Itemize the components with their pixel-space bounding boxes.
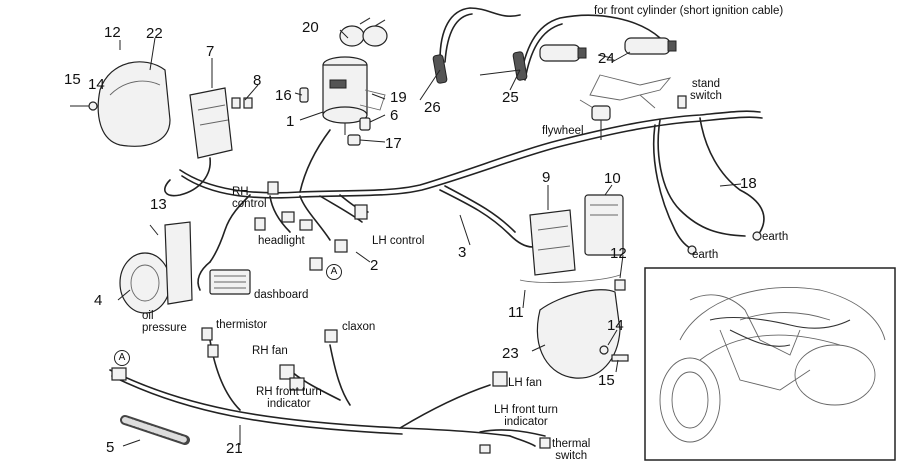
label-rh-control: RH control (232, 186, 267, 211)
callout-15-right: 15 (598, 372, 615, 389)
callout-24: 24 (598, 50, 615, 67)
label-headlight: headlight (258, 235, 305, 247)
side-cover (536, 289, 621, 379)
callout-4: 4 (94, 292, 103, 309)
label-flywheel: flywheel (542, 125, 584, 137)
label-thermal-switch: thermal switch (552, 438, 591, 463)
callout-9: 9 (542, 169, 551, 186)
label-rh-fan: RH fan (252, 345, 288, 357)
callout-7: 7 (206, 43, 215, 60)
label-lh-control: LH control (372, 235, 425, 247)
label-stand-switch: stand switch (690, 78, 722, 103)
label-lh-fan: LH fan (508, 377, 542, 389)
label-rh-front-turn: RH front turn indicator (256, 386, 322, 411)
callout-12-right: 12 (610, 245, 627, 262)
label-front-cylinder: for front cylinder (short ignition cable… (594, 5, 784, 17)
label-thermistor: thermistor (216, 319, 268, 331)
reference-a-top: A (326, 264, 342, 280)
label-claxon: claxon (342, 321, 376, 333)
callout-21: 21 (226, 440, 243, 457)
label-lh-front-turn: LH front turn indicator (494, 404, 558, 429)
callout-23: 23 (502, 345, 519, 362)
voltage-regulator (529, 209, 576, 276)
callout-26: 26 (424, 99, 441, 116)
callout-8: 8 (253, 72, 262, 89)
label-earth-right: earth (762, 231, 789, 243)
callout-19: 19 (390, 89, 407, 106)
callout-3: 3 (458, 244, 467, 261)
callout-13: 13 (150, 196, 167, 213)
callout-14-right: 14 (607, 317, 624, 334)
horn (119, 221, 193, 314)
front-harness (109, 369, 511, 437)
callout-14-left: 14 (88, 76, 105, 93)
callout-2: 2 (370, 257, 379, 274)
label-dashboard: dashboard (254, 289, 309, 301)
callout-10: 10 (604, 170, 621, 187)
motorcycle-inset (644, 267, 896, 461)
ignition-coil-rear (539, 44, 587, 62)
fairing-bracket (97, 61, 171, 147)
control-unit (164, 87, 233, 197)
callout-1: 1 (286, 113, 295, 130)
spiral-sleeve (120, 415, 190, 445)
callout-6: 6 (390, 107, 399, 124)
callout-20: 20 (302, 19, 319, 36)
callout-25: 25 (502, 89, 519, 106)
starter-relay (584, 194, 624, 256)
reference-a-bottom: A (114, 350, 130, 366)
callout-17: 17 (385, 135, 402, 152)
callout-15-left: 15 (64, 71, 81, 88)
ignition-coil-front (624, 37, 677, 55)
callout-18: 18 (740, 175, 757, 192)
label-oil-pressure: oil pressure (142, 310, 187, 335)
label-earth-left: earth (692, 249, 719, 261)
callout-11: 11 (508, 304, 524, 321)
callout-12-top: 12 (104, 24, 121, 41)
dashboard-connector (209, 269, 251, 295)
callout-5: 5 (106, 439, 115, 456)
callout-16: 16 (275, 87, 292, 104)
callout-22: 22 (146, 25, 163, 42)
ignition-switch (322, 56, 368, 135)
ignition-keys (339, 17, 388, 47)
